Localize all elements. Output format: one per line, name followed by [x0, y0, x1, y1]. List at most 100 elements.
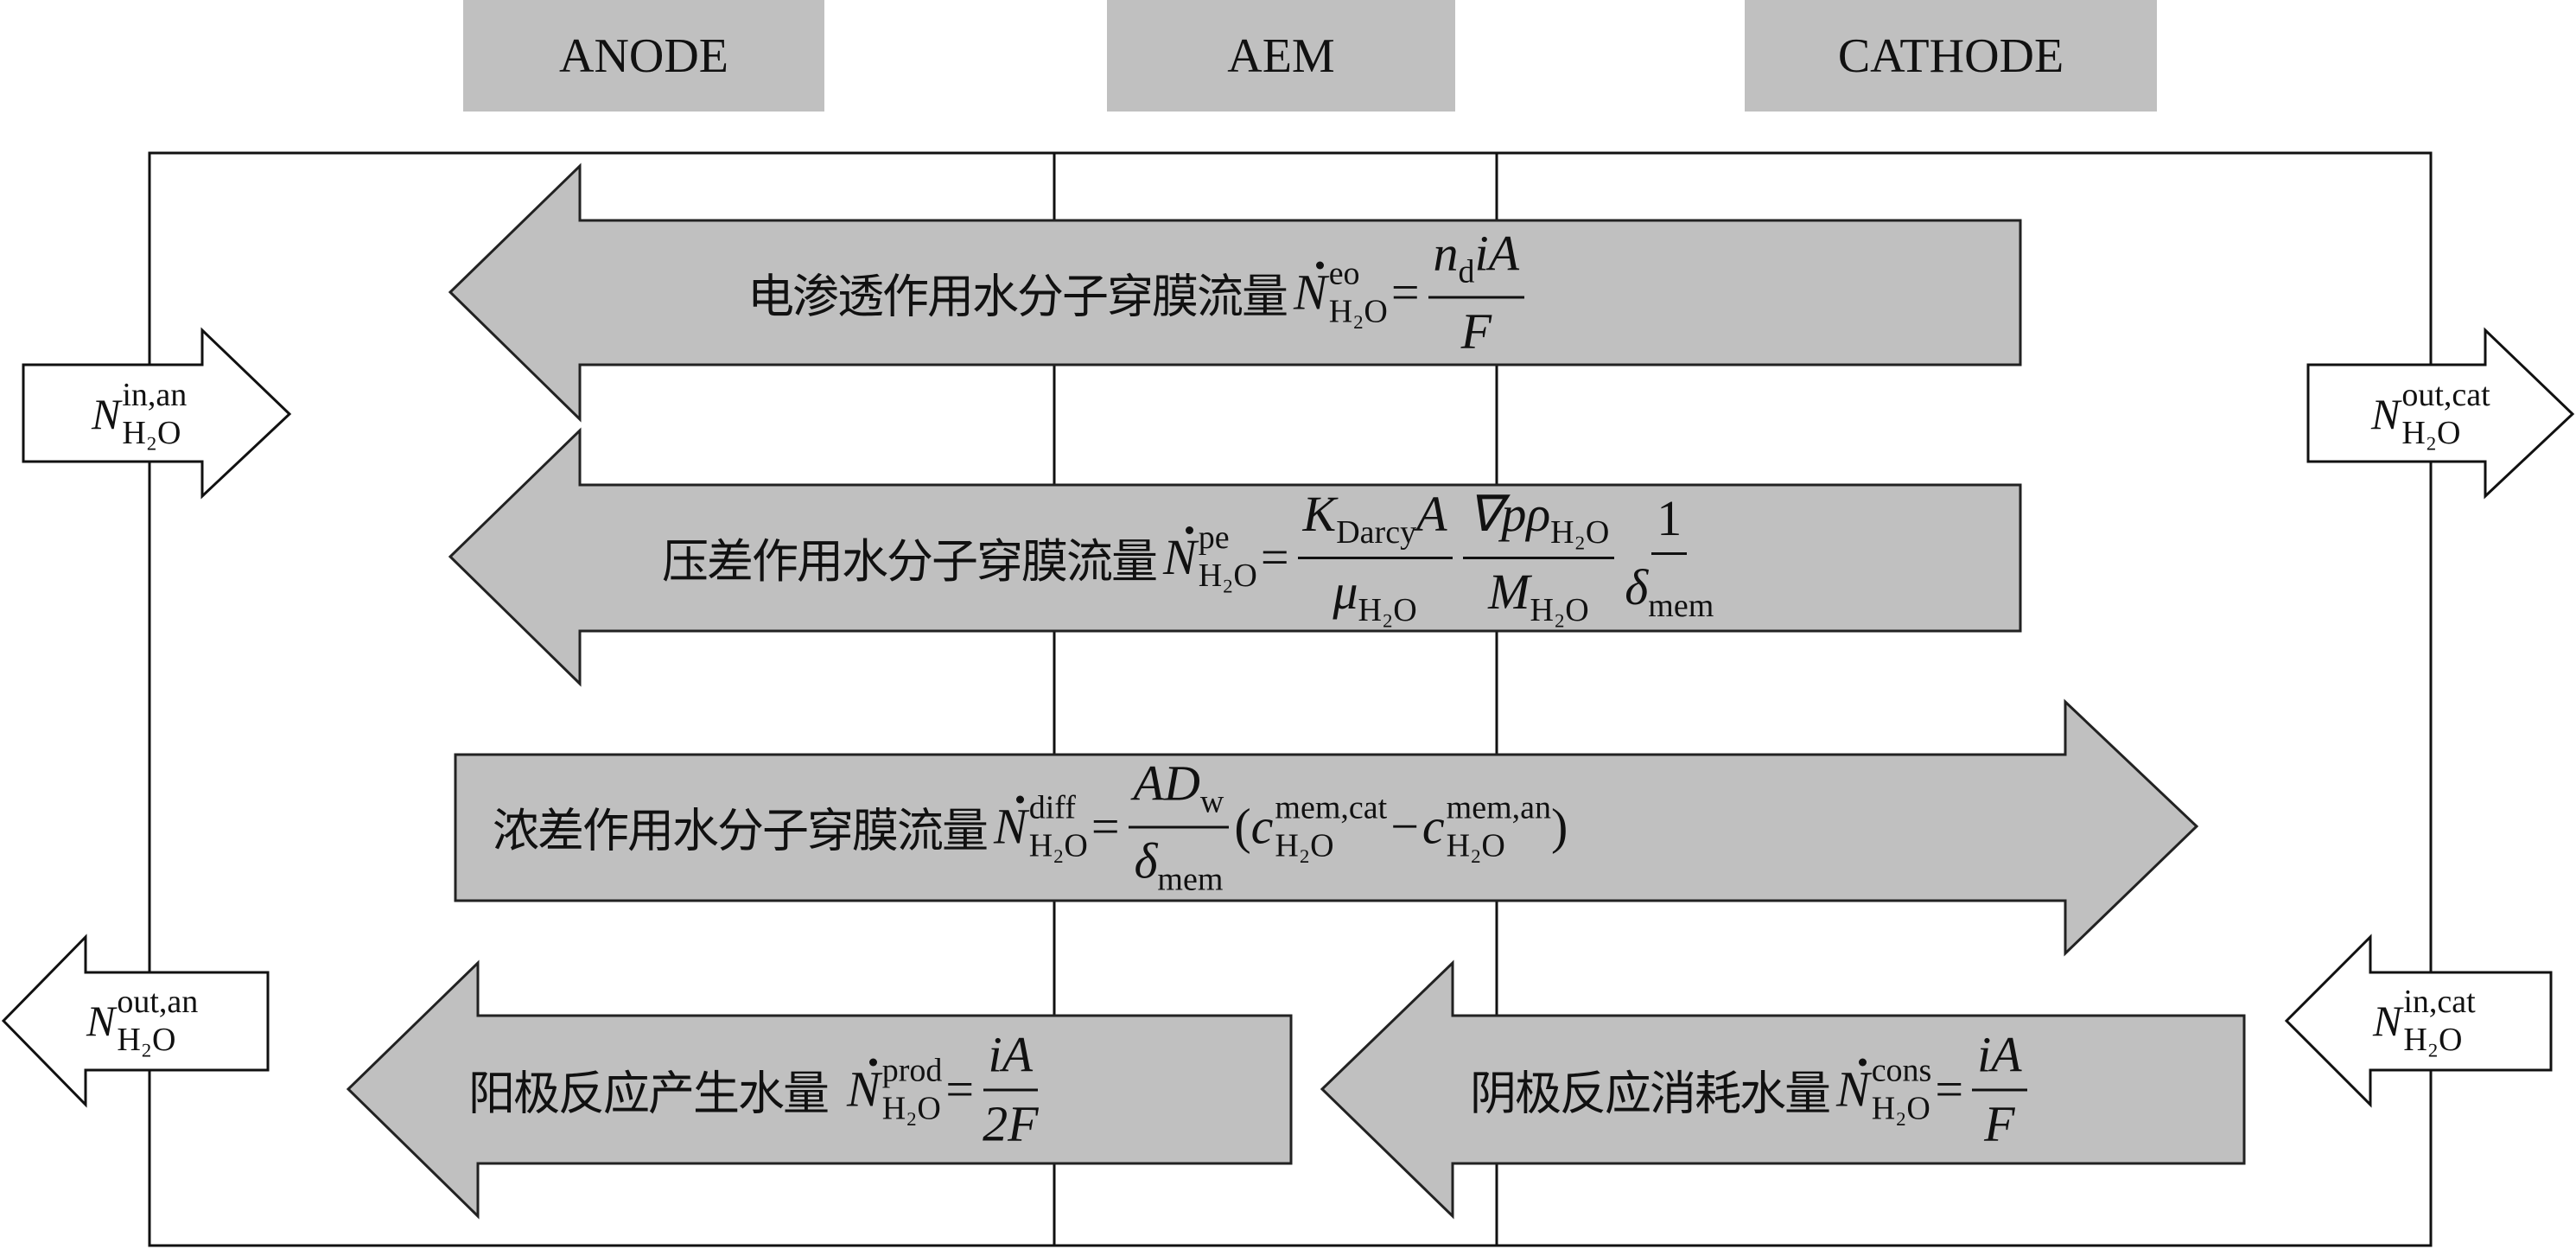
- flow-symbol: N: [994, 795, 1027, 855]
- denominator: δ: [1134, 832, 1158, 889]
- water-production-arrow: [346, 959, 1293, 1220]
- denominator: M: [1488, 564, 1530, 620]
- flow-label: 浓差作用水分子穿膜流量: [493, 803, 989, 858]
- subscript: H₂O: [1446, 827, 1505, 863]
- stream-symbol: N: [92, 390, 121, 438]
- aem-label: AEM: [1227, 29, 1335, 83]
- subscript: H₂O: [2403, 1022, 2463, 1058]
- superscript: diff: [1028, 789, 1076, 825]
- subscript: H₂O: [1028, 827, 1088, 863]
- superscript: mem,an: [1446, 789, 1552, 825]
- equals: =: [1390, 264, 1420, 321]
- superscript: out,an: [117, 984, 199, 1020]
- electro-osmotic-flow-arrow: [448, 162, 2022, 423]
- superscript: mem,cat: [1275, 789, 1388, 825]
- cell-boundary: [148, 151, 2433, 1247]
- stream-symbol: N: [86, 997, 116, 1045]
- aem-header: AEM: [1107, 0, 1455, 112]
- denominator-sub: H₂O: [1530, 592, 1589, 628]
- flow-label: 阴极反应消耗水量: [1470, 1066, 1831, 1121]
- numerator: n: [1433, 225, 1459, 282]
- flow-symbol: N: [847, 1058, 881, 1118]
- numerator-sub: w: [1199, 783, 1224, 820]
- fraction-3: 1 δmem: [1625, 489, 1714, 625]
- stream-symbol: N: [2373, 997, 2402, 1045]
- superscript: in,an: [122, 377, 188, 413]
- denominator: F: [1984, 1095, 2015, 1152]
- cathode-header: CATHODE: [1745, 0, 2157, 112]
- superscript: out,cat: [2401, 377, 2490, 413]
- equals: =: [1091, 798, 1120, 855]
- flow-label: 阳极反应产生水量: [468, 1066, 830, 1121]
- equals: =: [945, 1061, 975, 1118]
- close-paren: ): [1551, 798, 1568, 855]
- anode-outlet-arrow: [1, 934, 270, 1108]
- pressure-flow-arrow: [448, 427, 2022, 687]
- stream-symbol: N: [2371, 390, 2401, 438]
- cathode-inlet-arrow: [2284, 934, 2553, 1108]
- denominator: μ: [1333, 563, 1358, 620]
- numerator-sub: d: [1458, 253, 1475, 290]
- minus: −: [1390, 798, 1419, 855]
- numerator-sub: H₂O: [1550, 514, 1610, 551]
- denominator: F: [1460, 303, 1492, 360]
- numerator: iA: [1972, 1026, 2027, 1092]
- superscript: pe: [1198, 519, 1230, 556]
- fraction: iA F: [1972, 1026, 2027, 1153]
- fraction-2: ∇pρH₂O MH₂O: [1462, 484, 1615, 629]
- numerator-b: iA: [1474, 225, 1520, 282]
- concentration-cathode: c: [1250, 798, 1274, 855]
- numerator: ∇pρ: [1467, 486, 1551, 542]
- fraction: ADw δmem: [1128, 755, 1230, 899]
- subscript: H₂O: [117, 1022, 176, 1058]
- concentration-anode: c: [1422, 798, 1445, 855]
- superscript: prod: [881, 1052, 943, 1088]
- flow-symbol: N: [1163, 526, 1197, 585]
- flow-symbol: N: [1294, 261, 1327, 321]
- numerator: iA: [983, 1026, 1039, 1092]
- superscript: eo: [1328, 255, 1360, 291]
- anode-header: ANODE: [463, 0, 824, 112]
- numerator: K: [1302, 485, 1337, 542]
- anode-inlet-arrow: [22, 327, 292, 500]
- flow-label: 压差作用水分子穿膜流量: [662, 533, 1158, 589]
- denominator: δ: [1625, 558, 1649, 615]
- subscript: H₂O: [1198, 558, 1257, 594]
- diffusion-flow-arrow: [454, 698, 2199, 957]
- water-consumption-arrow: [1320, 959, 2246, 1220]
- equals: =: [1935, 1061, 1964, 1118]
- anode-label: ANODE: [559, 29, 728, 83]
- subscript: H₂O: [1275, 827, 1334, 863]
- fraction: iA 2F: [983, 1026, 1038, 1153]
- subscript: H₂O: [2401, 415, 2461, 451]
- equals: =: [1260, 528, 1289, 585]
- numerator: AD: [1133, 755, 1200, 812]
- fraction: ndiA F: [1428, 225, 1525, 360]
- open-paren: (: [1234, 798, 1251, 855]
- numerator: 1: [1651, 489, 1688, 555]
- fraction-1: KDarcyA μH₂O: [1297, 485, 1453, 629]
- numerator-b: A: [1416, 485, 1447, 542]
- denominator-sub: H₂O: [1358, 591, 1417, 628]
- denominator-sub: mem: [1157, 861, 1224, 898]
- cathode-label: CATHODE: [1837, 29, 2064, 83]
- subscript: H₂O: [1328, 293, 1388, 329]
- cathode-outlet-arrow: [2306, 327, 2575, 500]
- flow-label: 电渗透作用水分子穿膜流量: [747, 269, 1288, 324]
- numerator-sub: Darcy: [1336, 513, 1417, 551]
- subscript: H₂O: [122, 415, 181, 451]
- subscript: H₂O: [881, 1090, 941, 1126]
- flow-symbol: N: [1836, 1058, 1870, 1118]
- denominator: 2F: [983, 1095, 1039, 1152]
- denominator-sub: mem: [1648, 587, 1714, 624]
